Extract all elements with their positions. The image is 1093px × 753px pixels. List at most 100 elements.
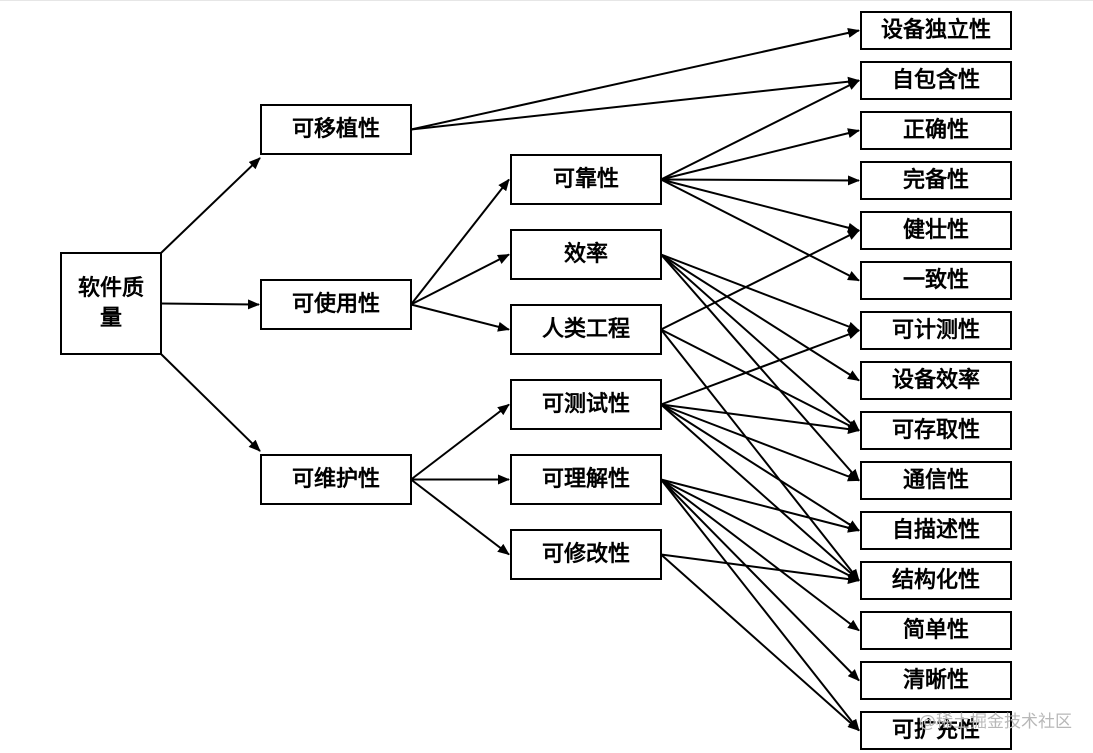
node-human-engineering: 人类工程 — [510, 304, 662, 355]
node-box — [510, 229, 662, 280]
edge-testability-to-self-descriptiveness — [660, 403, 860, 532]
node-label: 设备效率 — [892, 367, 980, 393]
node-box — [860, 111, 1012, 150]
node-box — [860, 661, 1012, 700]
node-box — [860, 61, 1012, 100]
node-box — [860, 311, 1012, 350]
node-box — [860, 461, 1012, 500]
edge-maintainability-to-testability — [410, 403, 510, 481]
edge-modifiability-to-augmentability — [660, 553, 860, 732]
node-box — [510, 379, 662, 430]
node-label: 可理解性 — [542, 466, 630, 492]
node-box — [860, 511, 1012, 550]
node-label: 可使用性 — [292, 292, 380, 317]
node-device-efficiency: 设备效率 — [860, 361, 1012, 400]
node-consistency: 一致性 — [860, 261, 1012, 300]
edge-maintainability-to-modifiability — [410, 478, 510, 556]
node-reliability: 可靠性 — [510, 154, 662, 205]
node-label: 完备性 — [903, 167, 969, 193]
node-label: 清晰性 — [903, 667, 969, 693]
edge-modifiability-to-structuredness — [660, 553, 860, 585]
edge-understandability-to-legibility — [660, 478, 860, 682]
node-box — [860, 411, 1012, 450]
node-box — [60, 252, 162, 355]
edge-usability-to-human-engineering — [410, 303, 510, 332]
edge-reliability-to-accuracy — [660, 128, 860, 181]
node-modifiability: 可修改性 — [510, 529, 662, 580]
node-portability: 可移植性 — [260, 104, 412, 155]
node-box — [860, 361, 1012, 400]
edge-reliability-to-self-containedness — [660, 79, 860, 181]
edge-understandability-to-augmentability — [660, 478, 860, 732]
edge-understandability-to-self-descriptiveness — [660, 478, 860, 533]
node-structuredness: 结构化性 — [860, 561, 1012, 600]
node-label: 自描述性 — [892, 517, 980, 543]
node-label: 通信性 — [903, 467, 969, 493]
node-accuracy: 正确性 — [860, 111, 1012, 150]
node-box — [860, 161, 1012, 200]
node-label: 可修改性 — [542, 541, 630, 567]
node-maintainability: 可维护性 — [260, 454, 412, 505]
edge-root-to-usability — [160, 299, 260, 310]
node-box — [860, 11, 1012, 50]
node-label: 可计测性 — [892, 318, 980, 343]
node-box — [860, 711, 1012, 750]
node-device-independence: 设备独立性 — [860, 11, 1012, 50]
node-label: 一致性 — [903, 267, 969, 293]
node-accessibility: 可存取性 — [860, 411, 1012, 450]
node-label: 量 — [100, 306, 122, 331]
edge-root-to-portability — [160, 157, 261, 254]
node-box — [260, 104, 412, 155]
edge-human-engineering-to-robustness — [660, 229, 860, 331]
edge-reliability-to-consistency — [660, 178, 860, 282]
node-box — [860, 211, 1012, 250]
node-label: 自包含性 — [892, 67, 980, 93]
node-usability: 可使用性 — [260, 279, 412, 330]
node-communicativeness: 通信性 — [860, 461, 1012, 500]
edge-efficiency-to-accessibility — [660, 253, 860, 432]
node-label: 可测试性 — [542, 392, 630, 417]
node-label: 设备独立性 — [881, 17, 991, 43]
edge-efficiency-to-device-efficiency — [660, 253, 860, 382]
node-label: 可靠性 — [553, 167, 619, 192]
node-label: 简单性 — [903, 617, 969, 643]
node-self-containedness: 自包含性 — [860, 61, 1012, 100]
node-conciseness: 简单性 — [860, 611, 1012, 650]
edge-understandability-to-conciseness — [660, 478, 860, 632]
edge-reliability-to-robustness — [660, 178, 860, 233]
edge-testability-to-accountability — [660, 329, 860, 406]
node-understandability: 可理解性 — [510, 454, 662, 505]
node-label: 可维护性 — [292, 466, 380, 492]
node-accountability: 可计测性 — [860, 311, 1012, 350]
node-legibility: 清晰性 — [860, 661, 1012, 700]
edge-portability-to-device-independence — [410, 27, 860, 131]
edge-human-engineering-to-accessibility — [660, 328, 860, 432]
watermark-text: @稀土掘金技术社区 — [919, 712, 1072, 732]
node-label: 健壮性 — [903, 217, 969, 243]
edge-usability-to-reliability — [410, 178, 510, 306]
node-box — [860, 611, 1012, 650]
node-label: 可扩充性 — [892, 717, 980, 743]
node-box — [510, 304, 662, 355]
node-label: 软件质 — [78, 275, 144, 301]
node-box — [510, 454, 662, 505]
node-label: 可存取性 — [892, 417, 980, 443]
edge-reliability-to-completeness — [660, 175, 860, 186]
node-box — [860, 261, 1012, 300]
edge-understandability-to-structuredness — [660, 478, 860, 582]
node-box — [260, 454, 412, 505]
edge-testability-to-communicativeness — [660, 403, 860, 482]
node-box — [260, 279, 412, 330]
node-box — [860, 561, 1012, 600]
node-label: 可移植性 — [292, 116, 380, 142]
node-completeness: 完备性 — [860, 161, 1012, 200]
edge-testability-to-structuredness — [660, 403, 860, 582]
node-label: 结构化性 — [892, 567, 980, 593]
node-augmentability: 可扩充性 — [860, 711, 1012, 750]
edge-testability-to-accessibility — [660, 403, 860, 435]
edge-portability-to-self-containedness — [410, 76, 860, 131]
node-self-descriptiveness: 自描述性 — [860, 511, 1012, 550]
edge-usability-to-efficiency — [410, 253, 510, 306]
node-label: 人类工程 — [542, 317, 630, 342]
